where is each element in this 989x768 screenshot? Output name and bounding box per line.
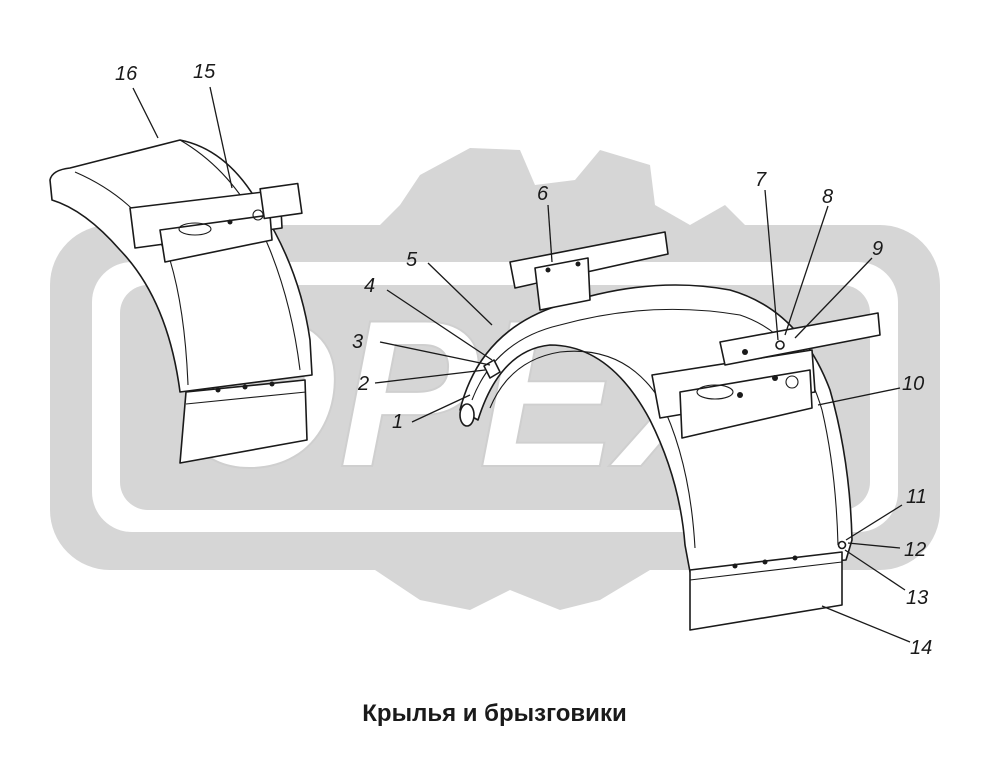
- left-fender-assembly: [49, 139, 313, 464]
- callout-12: 12: [904, 539, 926, 561]
- right-mudflap: [689, 551, 843, 631]
- callout-2: 2: [357, 373, 369, 395]
- callout-13: 13: [906, 587, 928, 609]
- leader-lines: [132, 86, 911, 643]
- mudflap-fastener: [837, 540, 847, 550]
- left-mudflap: [179, 379, 308, 464]
- right-mount-bracket: [651, 312, 881, 439]
- diagram-caption: Крылья и брызговики: [362, 700, 627, 727]
- callout-16: 16: [115, 63, 138, 85]
- top-bracket: [509, 231, 669, 311]
- callout-labels: 1 2 3 4 5 6 7 8 9 10 11 12 13 14 15 16: [115, 61, 932, 659]
- edge-trim-end: [459, 403, 475, 427]
- callout-6: 6: [537, 183, 549, 205]
- callout-8: 8: [822, 186, 833, 208]
- callout-7: 7: [755, 169, 767, 191]
- callout-4: 4: [364, 275, 375, 297]
- callout-1: 1: [392, 411, 403, 433]
- right-fender-assembly: [459, 231, 881, 631]
- left-mount-bracket: [129, 182, 303, 263]
- callout-10: 10: [902, 373, 924, 395]
- callout-11: 11: [906, 486, 927, 508]
- callout-3: 3: [352, 331, 363, 353]
- callout-5: 5: [406, 249, 418, 271]
- callout-15: 15: [193, 61, 216, 83]
- callout-9: 9: [872, 238, 883, 260]
- callout-14: 14: [910, 637, 932, 659]
